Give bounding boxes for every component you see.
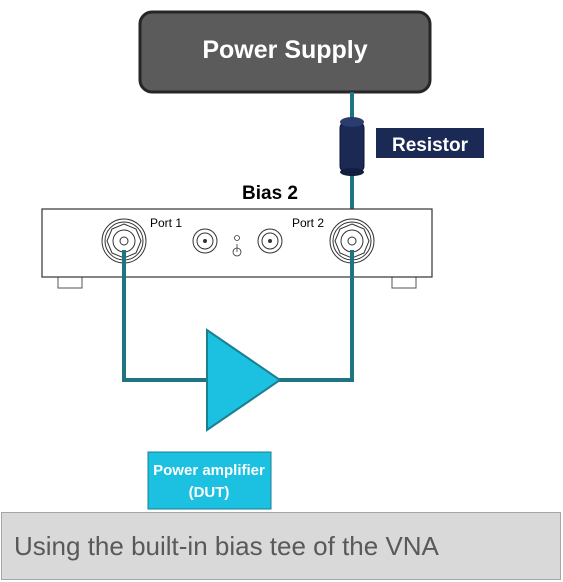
ground-icon	[232, 235, 242, 257]
port1-label: Port 1	[150, 216, 182, 230]
caption-box: Using the built-in bias tee of the VNA	[1, 512, 561, 580]
amplifier-label-line2: (DUT)	[189, 484, 230, 501]
resistor-component	[339, 117, 365, 176]
middle-connector-left	[192, 228, 218, 254]
port2-label: Port 2	[292, 216, 324, 230]
middle-connector-right	[257, 228, 283, 254]
resistor-label: Resistor	[392, 135, 469, 156]
port1-connector	[101, 218, 147, 264]
dut-cable-input	[122, 250, 207, 382]
dut-cable-output	[278, 250, 354, 382]
power-supply-box: Power Supply	[138, 10, 432, 94]
vna-device: Port 1 Port 2	[41, 208, 433, 289]
bias-label: Bias 2	[242, 183, 298, 204]
amplifier-triangle	[206, 328, 282, 432]
power-supply-label: Power Supply	[202, 36, 367, 64]
amplifier-label-line1: Power amplifier	[153, 462, 265, 479]
caption-text: Using the built-in bias tee of the VNA	[14, 530, 439, 561]
resistor-label-box: Resistor	[376, 128, 484, 158]
amplifier-label-box: Power amplifier (DUT)	[147, 451, 272, 510]
port2-connector	[329, 218, 375, 264]
